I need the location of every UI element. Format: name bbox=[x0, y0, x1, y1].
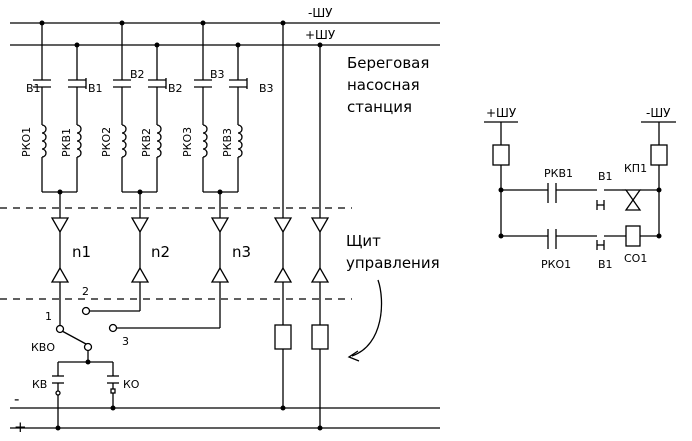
panel-pointer-arrowhead bbox=[347, 350, 360, 362]
label-rko2: РКО2 bbox=[100, 127, 113, 157]
label-station-line3: станция bbox=[347, 98, 412, 116]
label-n3: n3 bbox=[232, 243, 251, 261]
label-kvo: КВО bbox=[31, 341, 55, 354]
selector-switch-kvo bbox=[55, 306, 118, 365]
label-r-rkv1: РКВ1 bbox=[544, 167, 573, 180]
label-b1-station-nc: B1 bbox=[88, 82, 103, 95]
label-r-b1-top: B1 bbox=[598, 170, 613, 183]
label-station-line1: Береговая bbox=[347, 54, 429, 72]
label-rko3: РКО3 bbox=[181, 127, 194, 157]
label-r-rko1: РКО1 bbox=[541, 258, 571, 271]
channel-minus-shu bbox=[273, 20, 293, 411]
label-minus: - bbox=[14, 390, 19, 408]
label-station-line2: насосная bbox=[347, 76, 420, 94]
label-r-plus-shu: +ШУ bbox=[486, 106, 517, 120]
label-r-minus-shu: -ШУ bbox=[646, 106, 671, 120]
label-kv: КВ bbox=[32, 378, 47, 391]
label-minus-shu: -ШУ bbox=[308, 6, 333, 20]
label-rkv1: РКВ1 bbox=[60, 128, 73, 157]
station-group-1 bbox=[33, 20, 87, 326]
rung-close-valve bbox=[501, 225, 659, 250]
button-ko bbox=[107, 362, 119, 411]
label-ko: КО bbox=[123, 378, 140, 391]
label-b3-station: B3 bbox=[210, 68, 225, 81]
label-rkv3: РКВ3 bbox=[221, 128, 234, 157]
label-b1-station: B1 bbox=[26, 82, 41, 95]
label-pos3: 3 bbox=[122, 335, 129, 348]
button-kv bbox=[52, 362, 64, 431]
label-panel-line2: управления bbox=[346, 254, 440, 272]
station-group-3 bbox=[117, 20, 248, 329]
rung-open-valve bbox=[501, 183, 659, 211]
label-panel-line1: Щит bbox=[346, 232, 381, 250]
panel-pointer-arrow bbox=[351, 279, 383, 357]
right-rail-plus-shu bbox=[484, 121, 518, 239]
label-n2: n2 bbox=[151, 243, 170, 261]
label-b2-station-nc: B2 bbox=[168, 82, 183, 95]
label-plus-shu: +ШУ bbox=[305, 28, 336, 42]
label-r-b1-bot: B1 bbox=[598, 258, 613, 271]
label-pos2: 2 bbox=[82, 285, 89, 298]
label-rkv2: РКВ2 bbox=[140, 128, 153, 157]
label-b3-station-nc: B3 bbox=[259, 82, 274, 95]
label-rko1: РКО1 bbox=[20, 127, 33, 157]
right-rail-minus-shu bbox=[641, 121, 676, 239]
label-n1: n1 bbox=[72, 243, 91, 261]
channel-plus-shu bbox=[310, 42, 330, 431]
label-r-kp1: КП1 bbox=[624, 162, 647, 175]
station-group-2 bbox=[89, 20, 167, 312]
label-pos1: 1 bbox=[45, 310, 52, 323]
label-b2-station: B2 bbox=[130, 68, 145, 81]
label-r-co1: CO1 bbox=[624, 252, 647, 265]
label-plus: + bbox=[14, 418, 27, 436]
